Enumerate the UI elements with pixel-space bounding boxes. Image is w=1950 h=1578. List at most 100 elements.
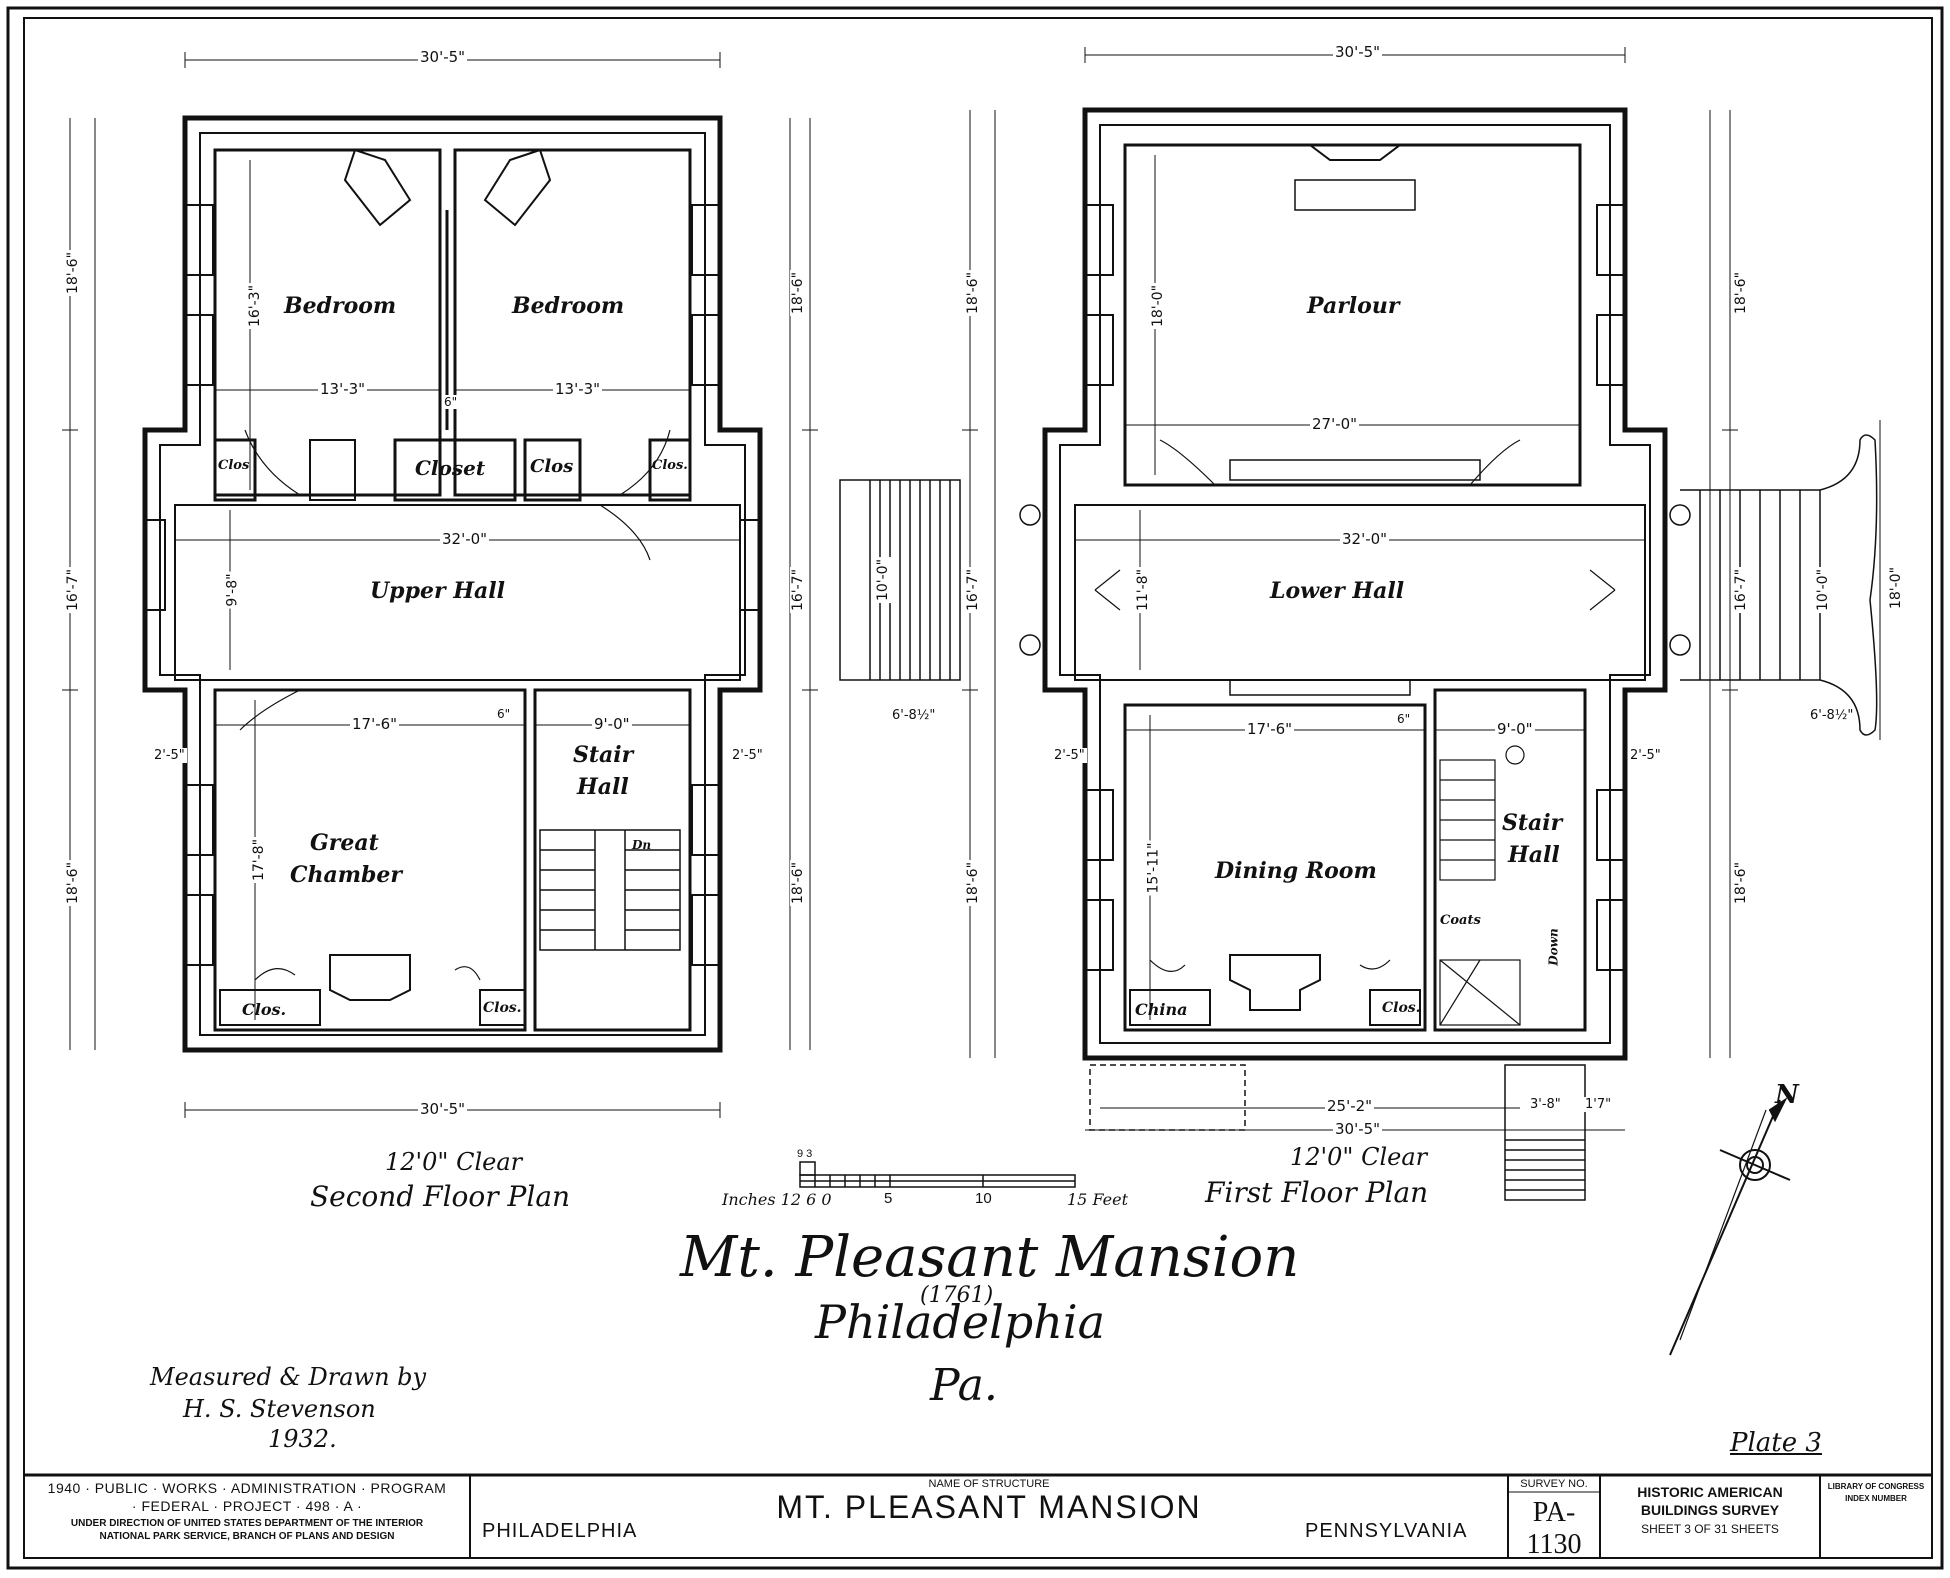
credit-line2: H. S. Stevenson <box>183 1395 376 1423</box>
main-title-year: (1761) <box>920 1283 994 1308</box>
dim-second-bed-right: 13'-3" <box>553 380 603 398</box>
dim-second-bed-height: 16'-3" <box>247 282 264 330</box>
dim-first-stoop-left: 10'-0" <box>875 556 892 604</box>
dim-first-left-outer-top: 18'-6" <box>965 269 982 317</box>
room-label-dining-room: Dining Room <box>1215 858 1377 884</box>
dim-first-steps-right: 6'-8½" <box>1808 708 1856 723</box>
dim-first-right-outer-top: 18'-6" <box>1733 269 1750 317</box>
tb-program-line1: 1940 · PUBLIC · WORKS · ADMINISTRATION ·… <box>47 1480 447 1496</box>
dim-second-right-outer-top: 18'-6" <box>790 269 807 317</box>
room-label-first-stair-hall: Hall <box>1508 842 1560 868</box>
scale-tick-15-feet: 15 Feet <box>1067 1190 1129 1209</box>
dim-second-top: 30'-5" <box>418 48 468 66</box>
first-plan-rear-steps <box>1089 1064 1586 1201</box>
dim-second-left-outer-mid: 16'-7" <box>65 566 82 614</box>
tb-loc-line1: LIBRARY OF CONGRESS <box>1827 1482 1925 1491</box>
room-label-clos-c: Clos <box>218 458 250 473</box>
room-label-first-stair: Stair <box>1502 810 1563 836</box>
title-block-frame <box>24 1473 1932 1558</box>
north-label: N <box>1775 1080 1799 1110</box>
second-floor-clear-height: 12'0" Clear <box>385 1148 523 1176</box>
dim-second-hall-height: 9'-8" <box>224 571 241 609</box>
plate-number: Plate 3 <box>1730 1428 1822 1458</box>
second-floor-outer-wall <box>142 115 763 1053</box>
dim-second-left-outer-bot: 18'-6" <box>65 859 82 907</box>
room-label-coats: Coats <box>1440 913 1481 928</box>
dim-first-hall-width: 32'-0" <box>1340 530 1390 548</box>
dim-second-right-outer-mid: 16'-7" <box>790 566 807 614</box>
dim-first-dining-partition: 6" <box>1395 712 1413 726</box>
dim-first-left-outer-mid: 16'-7" <box>965 566 982 614</box>
great-chamber-walls <box>213 688 527 1032</box>
tb-loc-line2: INDEX NUMBER <box>1845 1494 1907 1503</box>
dim-first-left-outer-bot: 18'-6" <box>965 859 982 907</box>
dim-first-dining-width: 17'-6" <box>1245 720 1295 738</box>
room-label-bedroom-right: Bedroom <box>512 293 625 319</box>
dim-second-bottom: 30'-5" <box>418 1100 468 1118</box>
dim-second-gc-width: 17'-6" <box>350 715 400 733</box>
scale-tick-5: 5 <box>884 1190 893 1207</box>
dim-second-bed-left: 13'-3" <box>318 380 368 398</box>
sheet-border-inner <box>23 17 1933 1559</box>
second-floor-plan-title: Second Floor Plan <box>310 1180 571 1213</box>
credit-line3: 1932. <box>268 1425 337 1453</box>
main-title-line2: Philadelphia <box>815 1295 1106 1349</box>
room-label-closet: Closet <box>415 456 486 480</box>
dim-first-dining-height: 15'-11" <box>1145 840 1162 896</box>
dim-first-bottom-outer: 30'-5" <box>1333 1120 1383 1138</box>
first-floor-clear-height: 12'0" Clear <box>1290 1143 1428 1171</box>
dim-first-parlour-height: 18'-0" <box>1150 282 1167 330</box>
dim-second-gc-height: 17'-8" <box>251 836 268 884</box>
tb-city: PHILADELPHIA <box>482 1520 638 1542</box>
room-label-clos-d: Clos. <box>242 1000 287 1019</box>
dim-second-stair-width: 9'-0" <box>592 715 632 733</box>
tb-survey-caption: SURVEY NO. <box>1520 1478 1588 1490</box>
dim-first-porch-b: 1'7" <box>1583 1097 1614 1112</box>
tb-habs-line2: BUILDINGS SURVEY <box>1640 1502 1780 1518</box>
first-stair-down-label: Down <box>1546 928 1561 966</box>
room-label-clos-a: Clos <box>530 456 574 477</box>
room-label-great: Great <box>310 830 379 856</box>
sheet-border-outer <box>6 6 1944 1570</box>
dim-second-side-right: 2'-5" <box>730 748 765 763</box>
bedroom-right-walls <box>453 148 692 497</box>
tb-survey-number: PA-1130 <box>1526 1497 1582 1560</box>
main-title-line1: Mt. Pleasant Mansion <box>680 1225 1300 1290</box>
dim-second-side-left: 2'-5" <box>152 748 187 763</box>
first-floor-outer-wall <box>1042 107 1668 1061</box>
tb-structure-name: MT. PLEASANT MANSION <box>776 1489 1202 1525</box>
room-label-china: China <box>1135 1000 1188 1019</box>
scale-inches-label: Inches 12 6 0 <box>722 1190 832 1209</box>
dim-first-side-right: 2'-5" <box>1628 748 1663 763</box>
room-label-stair-hall: Hall <box>577 774 629 800</box>
dim-first-stoop-outer: 18'-0" <box>1888 564 1905 612</box>
dim-first-stoop-right: 10'-0" <box>1815 566 1832 614</box>
graphic-scale-bar <box>799 1161 1076 1188</box>
dim-second-right-outer-bot: 18'-6" <box>790 859 807 907</box>
dim-first-top: 30'-5" <box>1333 43 1383 61</box>
tb-program-line4: NATIONAL PARK SERVICE, BRANCH OF PLANS A… <box>99 1531 395 1542</box>
first-stair-hall-walls <box>1433 688 1587 1032</box>
room-label-clos-b: Clos. <box>652 458 688 473</box>
dim-first-hall-height: 11'-8" <box>1135 566 1152 614</box>
dim-first-side-left: 2'-5" <box>1052 748 1087 763</box>
parlour-walls <box>1123 143 1582 487</box>
tb-name-caption: NAME OF STRUCTURE <box>928 1478 1050 1490</box>
credit-line1: Measured & Drawn by <box>150 1363 427 1391</box>
stair-hall-walls <box>533 688 692 1032</box>
tb-habs-line1: HISTORIC AMERICAN <box>1637 1484 1783 1500</box>
dim-first-bottom-inner: 25'-2" <box>1325 1097 1375 1115</box>
tb-state: PENNSYLVANIA <box>1305 1520 1468 1542</box>
room-label-lower-hall: Lower Hall <box>1270 578 1405 604</box>
dim-first-right-outer-mid: 16'-7" <box>1733 566 1750 614</box>
room-label-first-clos: Clos. <box>1382 1000 1421 1016</box>
dim-first-stair-width: 9'-0" <box>1495 720 1535 738</box>
dim-first-parlour-width: 27'-0" <box>1310 415 1360 433</box>
dim-second-left-outer-top: 18'-6" <box>65 249 82 297</box>
stair-down-label: Dn <box>632 838 652 852</box>
first-floor-plan-title: First Floor Plan <box>1205 1176 1429 1209</box>
dim-first-steps-left: 6'-8½" <box>890 708 938 723</box>
tb-program-line2: · FEDERAL · PROJECT · 498 · A · <box>131 1498 363 1514</box>
dim-second-hall-width: 32'-0" <box>440 530 490 548</box>
room-label-stair: Stair <box>573 742 634 768</box>
